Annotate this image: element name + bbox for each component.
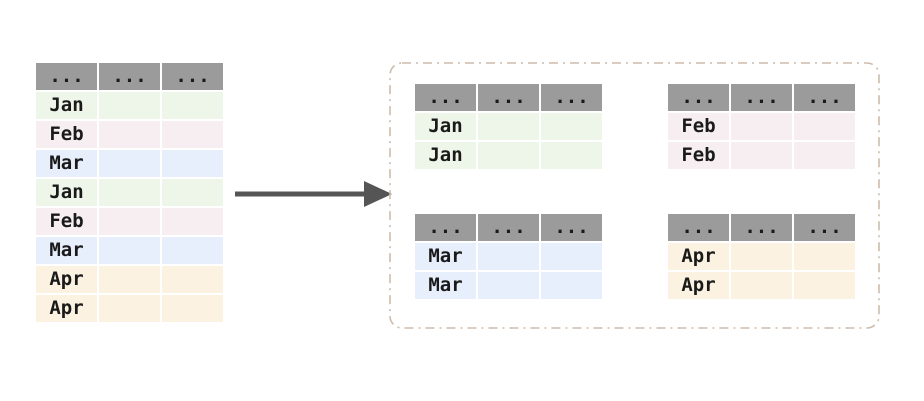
row-label-cell: Mar (415, 272, 476, 299)
row-empty-cell (478, 142, 539, 169)
table-header-cell: ... (478, 214, 539, 241)
row-empty-cell (162, 208, 223, 235)
row-label-cell: Jan (415, 113, 476, 140)
row-label-cell: Feb (36, 121, 97, 148)
row-empty-cell (731, 113, 792, 140)
row-empty-cell (162, 266, 223, 293)
row-empty-cell (99, 179, 160, 206)
row-empty-cell (794, 243, 855, 270)
row-label-cell: Feb (36, 208, 97, 235)
row-label-cell: Apr (36, 295, 97, 322)
row-empty-cell (162, 150, 223, 177)
row-label-cell: Feb (668, 113, 729, 140)
table-header-cell: ... (731, 84, 792, 111)
row-empty-cell (162, 237, 223, 264)
table-header-cell: ... (162, 63, 223, 90)
row-empty-cell (99, 266, 160, 293)
row-empty-cell (731, 243, 792, 270)
row-label-cell: Mar (36, 150, 97, 177)
arrow-svg (235, 181, 392, 207)
row-empty-cell (162, 295, 223, 322)
row-empty-cell (162, 92, 223, 119)
row-empty-cell (162, 179, 223, 206)
row-empty-cell (478, 272, 539, 299)
row-empty-cell (541, 272, 602, 299)
row-empty-cell (794, 113, 855, 140)
row-empty-cell (162, 121, 223, 148)
row-empty-cell (794, 142, 855, 169)
table-header-cell: ... (541, 214, 602, 241)
row-label-cell: Jan (36, 179, 97, 206)
row-empty-cell (99, 150, 160, 177)
row-empty-cell (99, 237, 160, 264)
table-header-cell: ... (541, 84, 602, 111)
row-label-cell: Jan (36, 92, 97, 119)
row-empty-cell (478, 113, 539, 140)
row-label-cell: Apr (36, 266, 97, 293)
table-header-cell: ... (794, 214, 855, 241)
table-header-cell: ... (415, 84, 476, 111)
row-empty-cell (541, 113, 602, 140)
table-header-cell: ... (415, 214, 476, 241)
table-header-cell: ... (668, 84, 729, 111)
arrow-icon (233, 179, 395, 213)
row-label-cell: Jan (415, 142, 476, 169)
dashed-border (389, 62, 880, 329)
table-header-cell: ... (668, 214, 729, 241)
row-empty-cell (541, 142, 602, 169)
table-header-cell: ... (36, 63, 97, 90)
row-label-cell: Feb (668, 142, 729, 169)
row-empty-cell (731, 272, 792, 299)
row-empty-cell (794, 272, 855, 299)
table-header-cell: ... (731, 214, 792, 241)
table-header-cell: ... (794, 84, 855, 111)
row-empty-cell (541, 243, 602, 270)
row-label-cell: Mar (415, 243, 476, 270)
row-empty-cell (99, 92, 160, 119)
row-empty-cell (478, 243, 539, 270)
table-header-cell: ... (478, 84, 539, 111)
row-empty-cell (99, 208, 160, 235)
row-empty-cell (99, 295, 160, 322)
row-label-cell: Mar (36, 237, 97, 264)
row-label-cell: Apr (668, 272, 729, 299)
row-empty-cell (731, 142, 792, 169)
row-empty-cell (99, 121, 160, 148)
table-header-cell: ... (99, 63, 160, 90)
row-label-cell: Apr (668, 243, 729, 270)
